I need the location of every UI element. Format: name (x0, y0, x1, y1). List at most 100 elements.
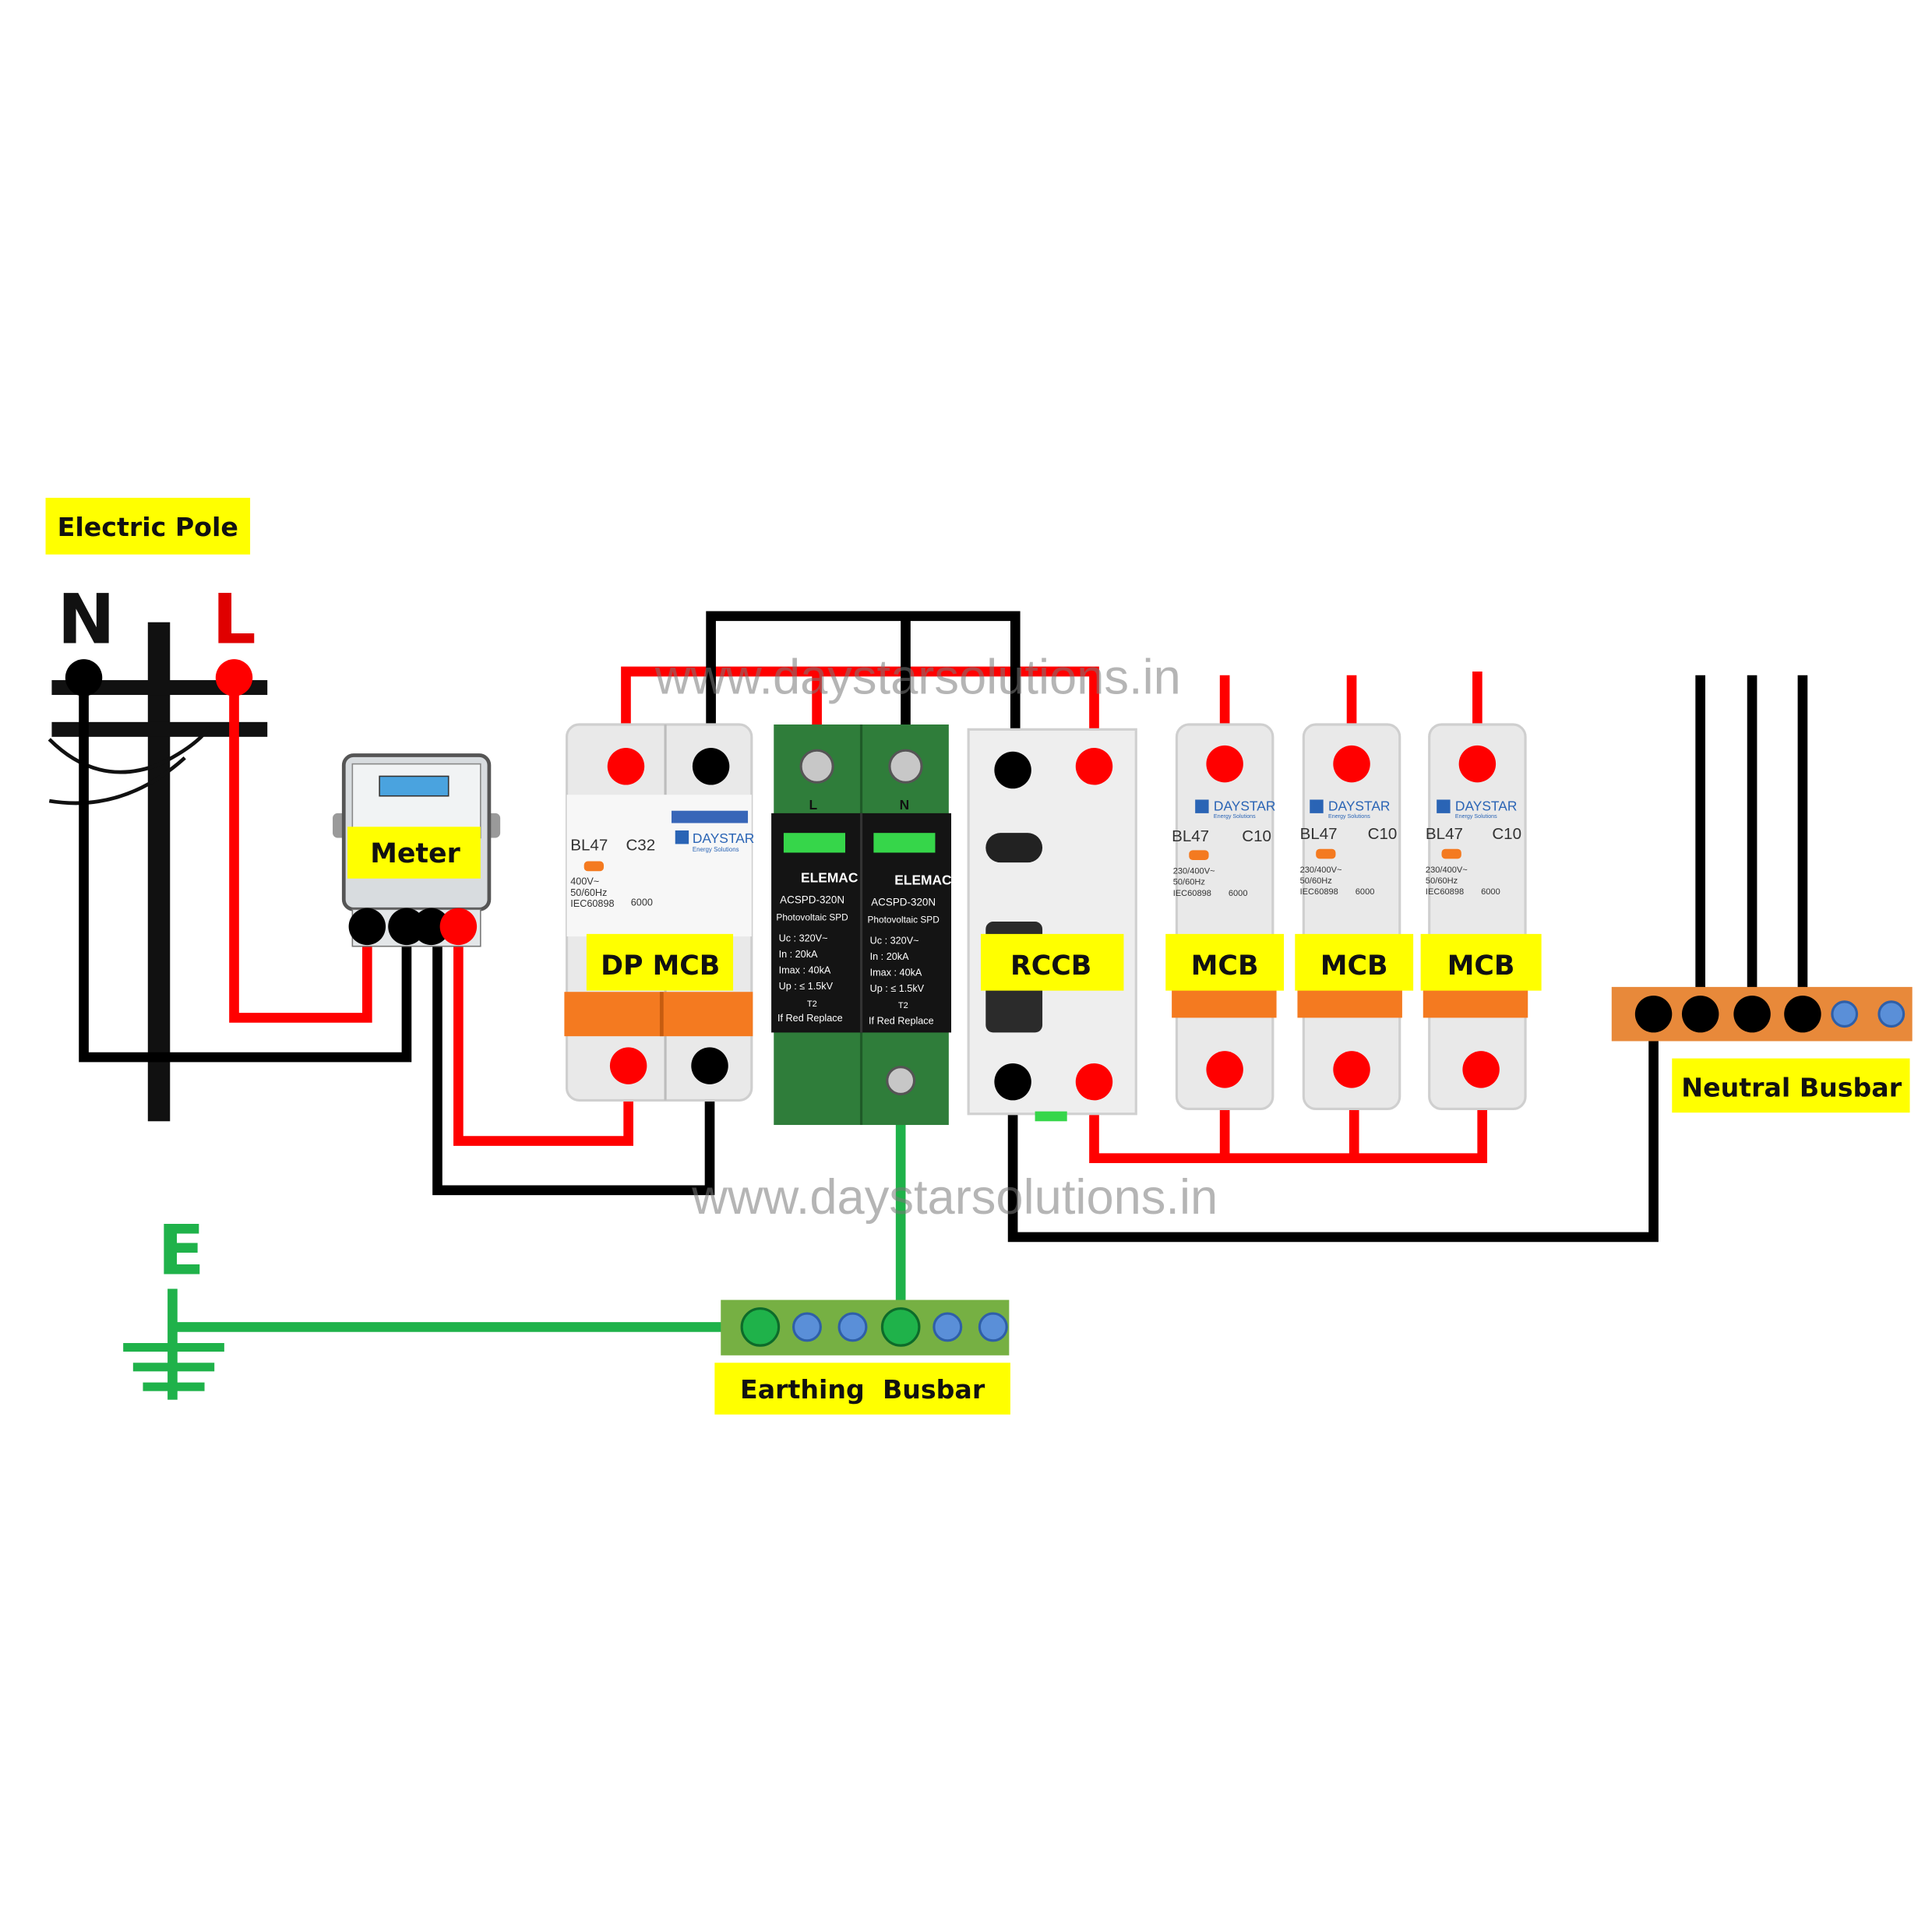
busbar-screw-icon (837, 1312, 868, 1342)
spd-model-n: ACSPD-320N (871, 897, 936, 908)
dp-mcb-handle[interactable] (564, 992, 753, 1037)
meter-out-n-terminal[interactable] (412, 908, 450, 946)
earth-symbol: E (157, 1210, 205, 1290)
spd-earth-terminal[interactable] (886, 1066, 916, 1096)
mcb2-bottom-terminal[interactable] (1333, 1051, 1370, 1088)
spd-type-n: Photovoltaic SPD (867, 915, 939, 925)
meter-label: Meter (370, 838, 460, 869)
mcb3-model: BL47 (1426, 825, 1463, 843)
mcb3-spec-1: 230/400V~ (1426, 866, 1468, 875)
live-wire-mcb-rccb (621, 666, 1099, 767)
rccb-test-button[interactable] (985, 833, 1043, 863)
spd-uc-n: Uc : 320V~ (870, 936, 919, 947)
rccb-label: RCCB (1010, 950, 1091, 982)
daystar-logo-icon (675, 830, 689, 844)
mcb1-top-terminal[interactable] (1206, 745, 1243, 783)
busbar-screw-icon (1831, 1000, 1859, 1028)
mcb3-brand: DAYSTAR (1455, 799, 1517, 814)
mcb2-top-terminal[interactable] (1333, 745, 1370, 783)
spd-device: L N ELEMAC ELEMAC ACSPD-320N ACSPD-320N … (771, 724, 952, 1126)
rccb-top-l-terminal[interactable] (1075, 748, 1113, 785)
mcb2-rating: C10 (1368, 825, 1398, 843)
spd-up-l: Up : ≤ 1.5kV (779, 981, 834, 992)
daystar-logo-icon (1310, 799, 1324, 813)
watermark-bottom: www.daystarsolutions.in (691, 1170, 1218, 1225)
mcb1-spec-2: 50/60Hz (1173, 878, 1205, 887)
spd-imax-n: Imax : 40kA (870, 968, 922, 978)
mcb1-brand-sub: Energy Solutions (1214, 813, 1256, 820)
neutral-busbar-out-terminal-3[interactable] (1784, 995, 1821, 1033)
spd-n-terminal[interactable] (888, 749, 923, 784)
daystar-logo-icon (1437, 799, 1451, 813)
mcb3-brand-sub: Energy Solutions (1455, 813, 1497, 820)
dp-mcb-device: BL47 C32 400V~ 50/60Hz IEC60898 6000 DAY… (564, 723, 754, 1102)
mcb2-handle[interactable] (1297, 985, 1402, 1018)
dp-mcb-top-l-terminal[interactable] (607, 748, 645, 785)
neutral-busbar-out-terminal-1[interactable] (1681, 995, 1719, 1033)
mcb3-bottom-terminal[interactable] (1462, 1051, 1500, 1088)
pole-cable (48, 725, 211, 774)
pole-cable-2 (48, 756, 186, 806)
live-wire-meter-mcb (453, 926, 633, 1146)
rccb-bottom-l-terminal[interactable] (1075, 1063, 1113, 1101)
mcb3-spec-3: IEC60898 (1426, 887, 1464, 897)
spd-class-l: T2 (807, 999, 817, 1009)
spd-pole-n: N (900, 797, 910, 813)
dp-mcb-spec-1: 400V~ (570, 876, 599, 887)
mcb3-spec-2: 50/60Hz (1426, 876, 1458, 886)
mcb3-handle[interactable] (1423, 985, 1528, 1018)
line-symbol: L (212, 580, 256, 660)
spd-l-terminal[interactable] (799, 749, 834, 784)
mcb1-rating: C10 (1242, 827, 1271, 845)
earthing-busbar-in-terminal[interactable] (740, 1307, 781, 1347)
mcb2-brand-sub: Energy Solutions (1328, 813, 1370, 820)
dp-mcb-brand: DAYSTAR (693, 830, 754, 846)
meter-label-box (347, 827, 481, 879)
electric-pole (48, 622, 268, 1122)
spd-in-l: In : 20kA (779, 949, 818, 960)
busbar-screw-icon (1877, 1000, 1906, 1028)
pole-neutral-terminal (65, 659, 103, 696)
dp-mcb-spec-3: IEC60898 (570, 898, 614, 909)
spd-up-n: Up : ≤ 1.5kV (870, 983, 925, 994)
electric-pole-label-text: Electric Pole (58, 512, 238, 542)
earth-ground-icon: E (123, 1210, 224, 1400)
mcb1-model: BL47 (1172, 827, 1209, 845)
spd-type-l: Photovoltaic SPD (776, 911, 848, 922)
earthing-busbar-spd-terminal[interactable] (880, 1307, 921, 1347)
dp-mcb-brand-sub: Energy Solutions (693, 846, 739, 853)
mcb2-spec-2: 50/60Hz (1300, 876, 1332, 886)
live-wire-rccb-mcbs (1089, 1072, 1488, 1164)
meter-in-l-terminal[interactable] (348, 908, 386, 946)
spd-class-n: T2 (898, 1001, 908, 1010)
mcb3-top-terminal[interactable] (1458, 745, 1497, 783)
dp-mcb-bottom-l-terminal[interactable] (609, 1047, 647, 1084)
dp-mcb-capacity: 6000 (631, 897, 653, 908)
rccb-top-n-terminal[interactable] (994, 751, 1031, 789)
neutral-busbar-in-terminal[interactable] (1634, 995, 1673, 1033)
watermark-top: www.daystarsolutions.in (654, 650, 1181, 704)
neutral-busbar-out-terminal-2[interactable] (1733, 995, 1771, 1033)
spd-indicator-n (873, 833, 936, 853)
mcb1-spec-1: 230/400V~ (1173, 866, 1215, 876)
mcb1-bottom-terminal[interactable] (1206, 1051, 1243, 1088)
neutral-busbar-label: Neutral Busbar (1681, 1073, 1902, 1103)
rccb-bottom-n-terminal[interactable] (994, 1063, 1031, 1101)
neutral-wire-pole-meter (79, 680, 412, 1063)
dp-mcb-top-n-terminal[interactable] (692, 748, 730, 785)
mcb-label-1: MCB (1191, 950, 1259, 982)
spd-model-l: ACSPD-320N (780, 894, 844, 905)
busbar-screw-icon (978, 1312, 1008, 1342)
meter-out-l-terminal[interactable] (439, 908, 478, 946)
spd-note-l: If Red Replace (777, 1013, 843, 1024)
mcb-device-1: DAYSTAR Energy Solutions BL47 C10 230/40… (1165, 723, 1285, 1111)
dp-mcb-bottom-n-terminal[interactable] (691, 1047, 728, 1084)
mcb1-brand: DAYSTAR (1214, 799, 1275, 814)
pole-line-terminal (215, 659, 253, 696)
mcb1-handle[interactable] (1172, 985, 1277, 1018)
neutral-wire-mcb-rccb (706, 611, 1021, 767)
mcb2-spec-1: 230/400V~ (1300, 866, 1342, 875)
busbar-screw-icon (933, 1312, 963, 1342)
pole-post (147, 622, 171, 1122)
